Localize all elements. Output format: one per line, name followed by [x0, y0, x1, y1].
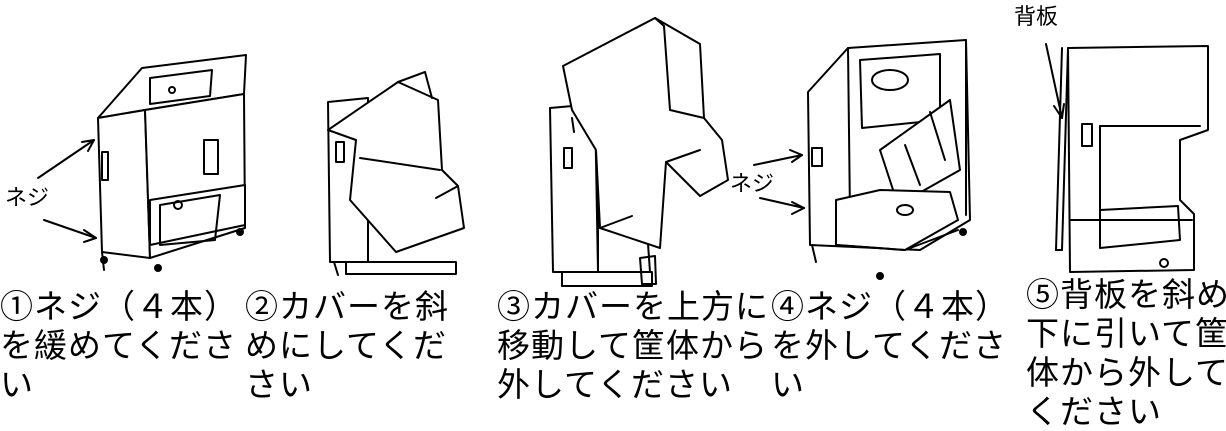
step-5-line-2: 下に引いて筐 [1026, 314, 1226, 353]
step-5-caption: ⑤背板を斜め下に引いて筐体から外してください [1026, 275, 1226, 431]
figure-4-frame-exposed [808, 40, 970, 279]
step-1-line-3: い [0, 365, 34, 404]
figure-5-back-plate [1046, 44, 1208, 272]
screw-arrows-left [38, 140, 96, 242]
step-2-line-3: さい [245, 365, 313, 404]
step-1-caption: ①ネジ（４本）を緩めてください [0, 287, 238, 404]
step-2-line-2: めにしてくだ [245, 326, 448, 365]
figure-2-cover-tilted [328, 72, 464, 275]
figure-1-closed-unit [98, 55, 246, 271]
back-plate-label: 背板 [1014, 5, 1059, 30]
step-2-line-1: ②カバーを斜 [245, 287, 449, 326]
step-4-line-2: を外してくださ [771, 326, 1008, 365]
step-3-caption: ③カバーを上方に移動して筐体から外してください [497, 287, 769, 404]
step-2-caption: ②カバーを斜めにしてください [245, 287, 449, 404]
step-4-line-3: い [771, 365, 805, 404]
step-1-line-1: ①ネジ（４本） [0, 287, 238, 326]
step-5-line-3: 体から外して [1026, 353, 1226, 392]
step-5-line-4: ください [1026, 392, 1162, 431]
step-1-line-2: を緩めてくださ [0, 326, 238, 365]
step-3-line-3: 外してください [497, 365, 734, 404]
step-3-line-1: ③カバーを上方に [497, 287, 769, 326]
screw-label-left: ネジ [5, 186, 50, 211]
step-3-line-2: 移動して筐体から [497, 326, 769, 365]
step-4-line-1: ④ネジ（４本） [771, 287, 1009, 326]
screw-label-step4: ネジ [730, 172, 775, 197]
step-4-caption: ④ネジ（４本）を外してください [771, 287, 1009, 404]
screw-arrows-step4 [754, 150, 804, 214]
figure-3-cover-lifted [550, 18, 728, 286]
step-5-line-1: ⑤背板を斜め [1026, 275, 1226, 314]
